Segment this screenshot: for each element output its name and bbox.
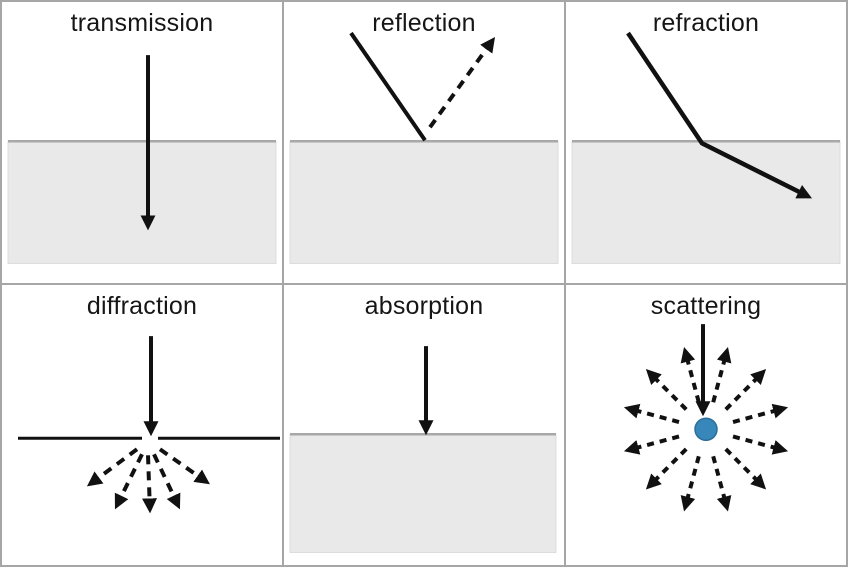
surface-medium (289, 433, 557, 553)
panel-transmission: transmission (2, 2, 282, 283)
scattered-ray-11 (645, 368, 688, 411)
diffracted-ray-4 (152, 452, 181, 509)
scattering-particle (694, 416, 718, 441)
transmission-diagram (7, 55, 277, 264)
diffracted-ray-5 (158, 447, 210, 484)
diffracted-ray-1 (86, 447, 139, 486)
panel-title-diffraction: diffraction (86, 291, 198, 320)
incident-ray (349, 31, 427, 142)
reflected-ray (428, 37, 496, 129)
panel-title-refraction: refraction (652, 9, 760, 37)
panel-title-scattering: scattering (650, 291, 762, 320)
scattered-ray-10 (623, 403, 680, 424)
surface-medium (7, 140, 277, 264)
panel-reflection: reflection (284, 2, 564, 283)
panel-scattering: scattering (566, 284, 846, 565)
surface-medium (571, 140, 841, 264)
diffracted-ray-2 (114, 452, 144, 509)
absorption-diagram (289, 345, 557, 553)
reflection-diagram (289, 31, 559, 264)
panel-title-transmission: transmission (70, 9, 214, 37)
scattered-ray-2 (724, 368, 767, 411)
diffracted-ray-3 (142, 454, 158, 513)
panel-absorption: absorption (284, 284, 564, 565)
panel-title-absorption: absorption (364, 291, 484, 320)
scattered-ray-5 (724, 447, 767, 489)
refraction-diagram (571, 31, 841, 264)
diffraction-diagram (18, 335, 280, 513)
panel-diffraction: diffraction (2, 284, 282, 565)
scattered-ray-3 (732, 403, 789, 424)
scattered-ray-4 (732, 434, 789, 455)
scattered-ray-7 (680, 455, 701, 511)
scattered-ray-12 (680, 346, 701, 403)
scattered-ray-8 (645, 447, 688, 489)
scattered-ray-6 (711, 455, 732, 511)
scattered-ray-1 (711, 346, 732, 403)
scattered-ray-9 (623, 434, 680, 455)
panel-title-reflection: reflection (372, 9, 476, 37)
panel-refraction: refraction (566, 2, 846, 283)
scattering-diagram (623, 323, 789, 511)
refracted-ray (626, 31, 813, 199)
surface-medium (289, 140, 559, 264)
